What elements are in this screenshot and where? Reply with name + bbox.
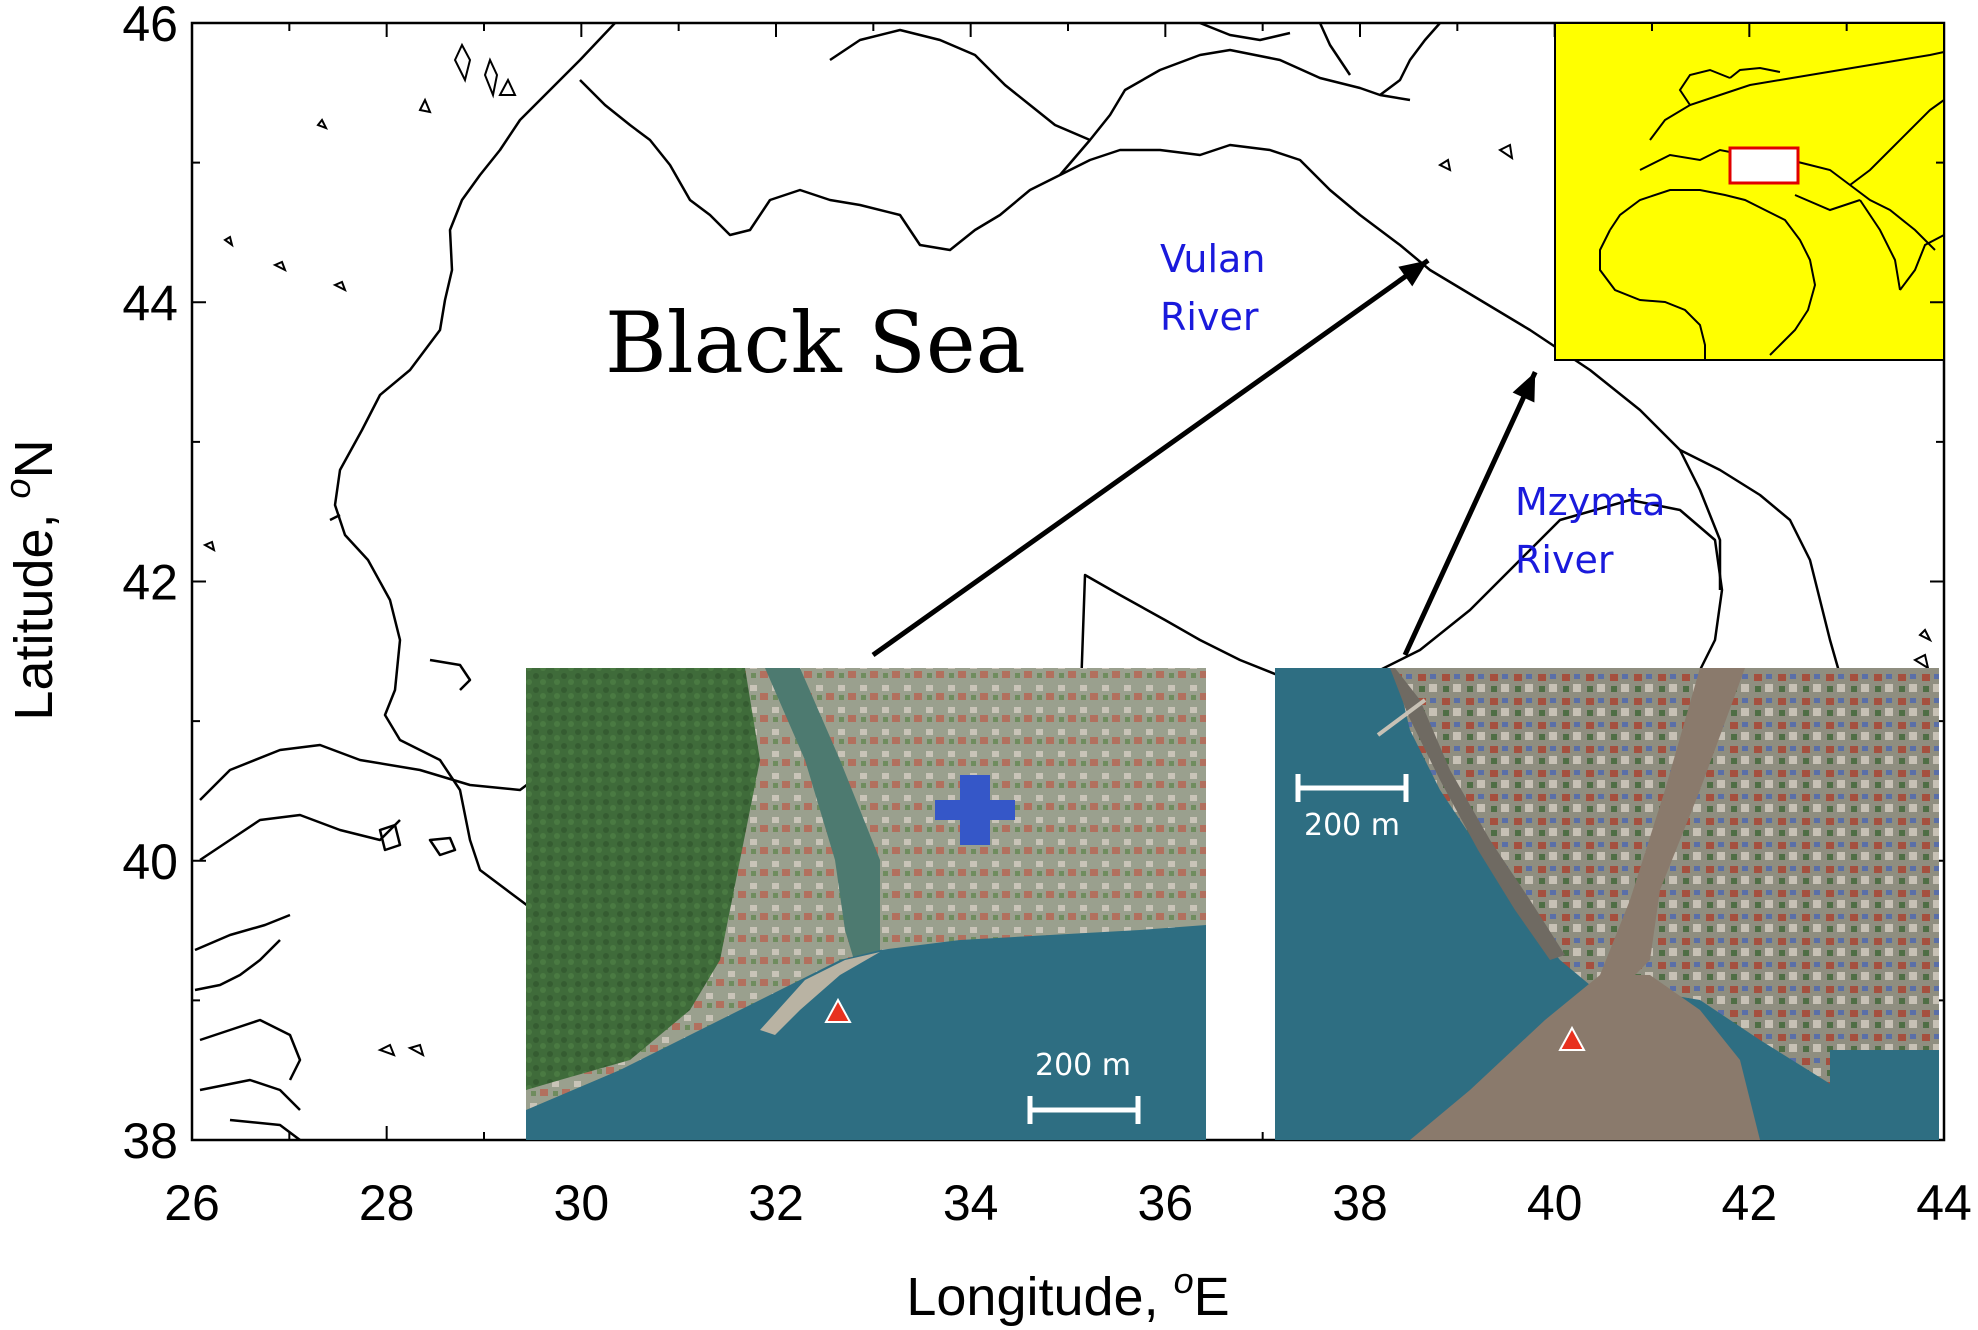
x-tick-label: 28 bbox=[359, 1175, 415, 1231]
vulan-photo-river-channel bbox=[765, 668, 880, 980]
river-label-mzymta-line1: Mzymta bbox=[1515, 480, 1665, 524]
mzymta-photo-beach bbox=[1390, 668, 1565, 960]
mzymta-photo-scale-bar bbox=[1295, 774, 1409, 802]
vulan-photo-forest bbox=[526, 668, 760, 1090]
x-tick-label: 26 bbox=[164, 1175, 220, 1231]
mzymta-photo-marker bbox=[1558, 1025, 1586, 1051]
x-axis-title: Longitude, oE bbox=[906, 1260, 1229, 1327]
vulan-photo-sea bbox=[526, 925, 1206, 1140]
y-tick-label: 46 bbox=[122, 0, 178, 52]
mzymta-photo-port bbox=[1830, 1050, 1939, 1140]
y-tick-label: 44 bbox=[122, 275, 178, 331]
mzymta-arrow-shaft bbox=[1402, 371, 1538, 657]
x-tick-label: 38 bbox=[1332, 1175, 1388, 1231]
vulan-arrow-shaft bbox=[871, 258, 1430, 658]
vulan-photo: 200 m bbox=[526, 668, 1206, 1140]
vulan-photo-scale-bar bbox=[1027, 1096, 1141, 1124]
y-axis-title: Latitude, oN bbox=[0, 439, 64, 720]
x-tick-label: 34 bbox=[943, 1175, 999, 1231]
y-axis-title-end: N bbox=[4, 439, 64, 478]
overview-inset bbox=[1554, 22, 1945, 361]
river-label-vulan-line1: Vulan bbox=[1160, 237, 1265, 281]
x-axis-title-sup: o bbox=[1174, 1260, 1194, 1301]
study-area-box bbox=[1728, 146, 1800, 185]
sea-label: Black Sea bbox=[605, 294, 1026, 392]
mzymta-photo: 200 m bbox=[1275, 668, 1939, 1140]
inset-continents bbox=[1599, 51, 1945, 360]
river-label-mzymta-line2: River bbox=[1515, 538, 1614, 582]
mzymta-photo-plume bbox=[1410, 975, 1760, 1140]
x-tick-label: 44 bbox=[1916, 1175, 1972, 1231]
vulan-photo-blue-roof-2 bbox=[935, 800, 1015, 820]
small-lakes bbox=[202, 42, 1933, 1058]
vulan-photo-marker bbox=[824, 997, 852, 1023]
x-axis: 26 28 30 32 34 36 38 40 42 44 bbox=[164, 23, 1972, 1231]
mzymta-photo-pier bbox=[1376, 698, 1427, 737]
river-label-vulan-line2: River bbox=[1160, 295, 1259, 339]
mzymta-photo-land bbox=[1395, 668, 1939, 1090]
inset-background bbox=[1554, 22, 1945, 361]
x-tick-label: 42 bbox=[1722, 1175, 1778, 1231]
y-tick-label: 40 bbox=[122, 834, 178, 890]
pointer-arrows bbox=[871, 258, 1538, 658]
mzymta-photo-river bbox=[1600, 668, 1745, 990]
vulan-arrow-head bbox=[1398, 260, 1429, 287]
x-tick-label: 32 bbox=[748, 1175, 804, 1231]
mzymta-arrow-head bbox=[1512, 372, 1536, 403]
vulan-photo-scale-label: 200 m bbox=[1035, 1048, 1131, 1083]
mzymta-photo-scale-label: 200 m bbox=[1304, 808, 1400, 843]
vulan-photo-beach bbox=[760, 952, 880, 1035]
x-axis-title-end: E bbox=[1194, 1267, 1230, 1327]
x-axis-title-main: Longitude, bbox=[906, 1267, 1173, 1327]
y-tick-label: 42 bbox=[122, 555, 178, 611]
x-tick-label: 40 bbox=[1527, 1175, 1583, 1231]
x-tick-label: 30 bbox=[554, 1175, 610, 1231]
y-tick-label: 38 bbox=[122, 1113, 178, 1169]
y-axis-title-sup: o bbox=[0, 478, 38, 498]
y-axis-title-main: Latitude, bbox=[4, 498, 64, 720]
x-tick-label: 36 bbox=[1138, 1175, 1194, 1231]
